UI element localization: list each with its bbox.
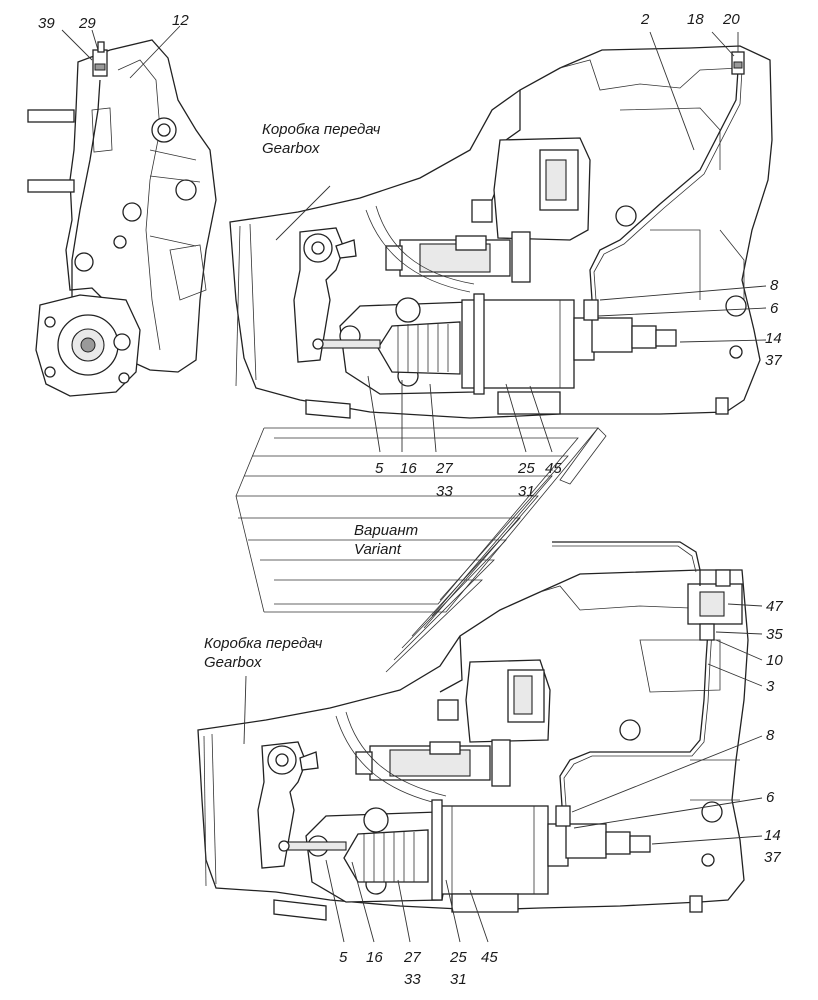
callout-25-bottom: 25 xyxy=(449,949,467,966)
callout-6: 6 xyxy=(770,300,779,317)
callout-31-bottom: 31 xyxy=(450,971,467,988)
callout-45: 45 xyxy=(545,460,562,477)
gearbox-caption-bottom-ru: Коробка передач xyxy=(204,635,323,652)
callout-3: 3 xyxy=(766,678,775,695)
callout-33: 33 xyxy=(436,483,453,500)
gearbox-caption-bottom-en: Gearbox xyxy=(204,654,262,671)
variant-caption-en: Variant xyxy=(354,541,402,558)
callout-8: 8 xyxy=(770,277,779,294)
callout-2: 2 xyxy=(640,11,650,28)
variant-arrow-symbol xyxy=(235,427,607,673)
callout-20: 20 xyxy=(722,11,740,28)
callout-16: 16 xyxy=(400,460,417,477)
callout-47: 47 xyxy=(766,598,783,615)
callout-39: 39 xyxy=(38,15,55,32)
callout-5: 5 xyxy=(375,460,384,477)
bottom-view-assembly xyxy=(197,541,763,943)
callout-10: 10 xyxy=(766,652,783,669)
callout-31: 31 xyxy=(518,483,535,500)
callout-16-bottom: 16 xyxy=(366,949,383,966)
callout-6-bottom: 6 xyxy=(766,789,775,806)
callout-27-bottom: 27 xyxy=(403,949,421,966)
gearbox-caption-top-ru: Коробка передач xyxy=(262,121,381,138)
callout-37-bottom: 37 xyxy=(764,849,781,866)
callout-14-bottom: 14 xyxy=(764,827,781,844)
callout-5-bottom: 5 xyxy=(339,949,348,966)
variant-caption-ru: Вариант xyxy=(354,522,418,539)
top-view-assembly xyxy=(229,31,773,453)
callout-8-bottom: 8 xyxy=(766,727,775,744)
gearbox-caption-top-en: Gearbox xyxy=(262,140,320,157)
callout-25: 25 xyxy=(517,460,535,477)
callout-37: 37 xyxy=(765,352,782,369)
callout-12: 12 xyxy=(172,12,189,29)
callout-45-bottom: 45 xyxy=(481,949,498,966)
callout-14: 14 xyxy=(765,330,782,347)
callout-33-bottom: 33 xyxy=(404,971,421,988)
callout-29: 29 xyxy=(78,15,96,32)
side-view-assembly xyxy=(27,25,217,397)
callout-18: 18 xyxy=(687,11,704,28)
callout-35: 35 xyxy=(766,626,783,643)
callout-27: 27 xyxy=(435,460,453,477)
